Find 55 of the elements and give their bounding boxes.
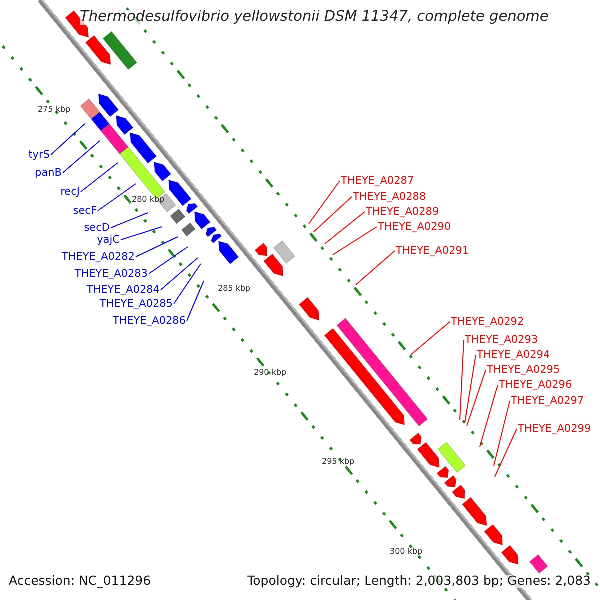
leader-line bbox=[136, 236, 178, 258]
leader-line bbox=[110, 212, 148, 228]
accession-label: Accession: NC_011296 bbox=[9, 575, 152, 588]
position-label: 275 kbp bbox=[38, 106, 71, 114]
leader-line bbox=[174, 264, 202, 304]
gene-label: secF bbox=[73, 206, 97, 216]
gene-label: THEYE_A0295 bbox=[487, 365, 560, 376]
leader-line bbox=[98, 184, 136, 212]
position-label: 285 kbp bbox=[218, 285, 251, 293]
gene-label: panB bbox=[35, 168, 62, 178]
leader-line bbox=[460, 340, 464, 420]
leader-line bbox=[308, 180, 340, 224]
leader-line bbox=[494, 428, 518, 478]
map-title: Thermodesulfovibrio yellowstonii DSM 11347, complete genome bbox=[80, 10, 549, 24]
position-label: 295 kbp bbox=[322, 458, 355, 466]
leader-line bbox=[480, 384, 498, 448]
leader-line bbox=[464, 354, 476, 424]
gene-label: recJ bbox=[60, 187, 80, 198]
position-label: 300 kbp bbox=[390, 548, 423, 556]
gene-label: THEYE_A0283 bbox=[74, 269, 148, 280]
leader-line bbox=[332, 226, 378, 256]
position-label: 290 kbp bbox=[254, 369, 287, 377]
gene-label: THEYE_A0282 bbox=[62, 252, 135, 262]
gene-label: THEYE_A0292 bbox=[451, 317, 524, 328]
leader-line bbox=[62, 140, 100, 174]
leader-line bbox=[148, 246, 188, 274]
genome-info-label: Topology: circular; Length: 2,003,803 bp; Genes: 2,083 bbox=[248, 575, 591, 588]
gene-label: THEYE_A0287 bbox=[341, 176, 414, 186]
gene-label: THEYE_A0288 bbox=[353, 192, 426, 202]
gene-label: secD bbox=[84, 223, 110, 234]
gene-label: THEYE_A0284 bbox=[86, 285, 160, 296]
gene-label: THEYE_A0289 bbox=[366, 207, 440, 218]
gene-label: yajC bbox=[97, 235, 120, 246]
leader-line bbox=[314, 196, 352, 232]
gene-label: THEYE_A0299 bbox=[518, 424, 592, 434]
gene-label: THEYE_A0290 bbox=[378, 222, 452, 232]
gene-label: THEYE_A0294 bbox=[477, 350, 550, 360]
leader-line bbox=[356, 250, 396, 286]
leader-line bbox=[80, 162, 118, 192]
leader-line bbox=[160, 258, 198, 290]
leader-line bbox=[50, 124, 86, 156]
leader-line bbox=[186, 280, 204, 322]
gene-label: THEYE_A0296 bbox=[499, 380, 572, 390]
leader-line bbox=[466, 370, 486, 426]
leader-line bbox=[494, 400, 510, 466]
gene-label: THEYE_A0286 bbox=[112, 316, 186, 326]
leader-line bbox=[324, 212, 366, 244]
position-label: 280 kbp bbox=[132, 196, 165, 204]
gene-label: THEYE_A0285 bbox=[100, 299, 173, 310]
gene-label: THEYE_A0297 bbox=[511, 396, 584, 406]
leader-line bbox=[410, 322, 450, 356]
gene-label: THEYE_A0293 bbox=[465, 335, 538, 346]
leader-line bbox=[120, 226, 162, 240]
gene-label: THEYE_A0291 bbox=[396, 246, 470, 256]
gene-label: tyrS bbox=[28, 150, 50, 160]
